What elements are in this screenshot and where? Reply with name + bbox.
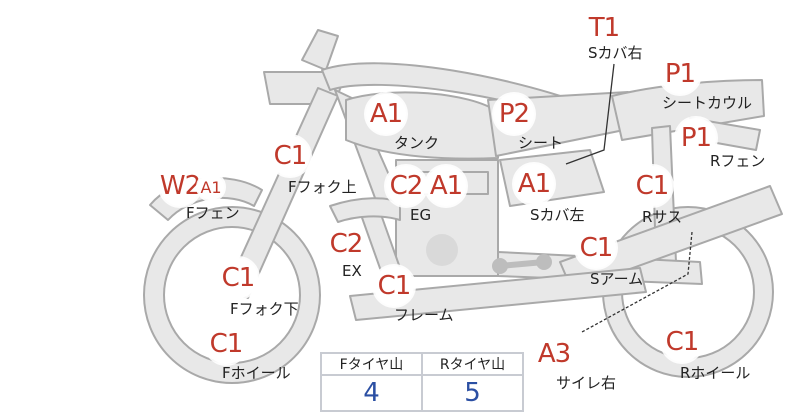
tank-label: タンク [394, 134, 440, 152]
f-fork-lower-grade: C1 [218, 258, 258, 298]
lower-frame-shape [329, 197, 401, 223]
s-cover-left-label: Sカバ左 [530, 206, 585, 224]
leader-line-muffler-right [581, 231, 693, 333]
r-wheel-grade: C1 [662, 322, 702, 362]
s-arm-label: Sアーム [590, 270, 644, 288]
s-cover-left-grade: A1 [514, 164, 554, 204]
eg-label: EG [410, 206, 432, 224]
muffler-right-grade: A3 [534, 334, 574, 374]
muffler-right-label: サイレ右 [556, 374, 617, 392]
r-suspension-label: Rサス [642, 208, 683, 226]
r-suspension-grade: C1 [632, 166, 672, 206]
seat-label: シート [518, 134, 564, 152]
frame-grade: C1 [374, 266, 414, 306]
eg-grade-1: C2 [386, 166, 426, 206]
ex-label: EX [342, 262, 362, 280]
eg-grade-2: A1 [426, 166, 466, 206]
front-tire-value: 4 [320, 374, 423, 412]
leader-line-s-cover-right [565, 63, 615, 165]
f-fork-lower-label: Fフォク下 [230, 300, 299, 318]
seat-cowl-shape [611, 79, 765, 141]
rear-tire-header: Rタイヤ山 [421, 352, 524, 376]
f-fork-upper-grade: C1 [270, 136, 310, 176]
s-cover-right-label: Sカバ右 [588, 44, 643, 62]
f-wheel-grade: C1 [206, 324, 246, 364]
f-fender-label: Fフェン [186, 204, 240, 222]
frame-label: フレーム [394, 306, 454, 324]
s-arm-grade: C1 [576, 228, 616, 268]
rear-tire-value: 5 [421, 374, 524, 412]
front-fork-shape [225, 87, 339, 299]
tire-tread-table: Fタイヤ山 Rタイヤ山 4 5 [320, 352, 524, 412]
r-wheel-label: Rホイール [680, 364, 751, 382]
front-tire-header: Fタイヤ山 [320, 352, 423, 376]
seat-grade: P2 [494, 94, 534, 134]
seat-cowl-label: シートカウル [662, 94, 753, 112]
f-wheel-label: Fホイール [222, 364, 291, 382]
f-fender-grade-2: A1 [198, 174, 224, 200]
f-fender-grade-1: W2 [160, 166, 201, 206]
ex-grade: C2 [326, 224, 366, 264]
tank-grade: A1 [366, 94, 406, 134]
f-fork-upper-label: Fフォク上 [288, 178, 357, 196]
s-cover-right-grade: T1 [584, 8, 624, 48]
seat-cowl-grade: P1 [660, 54, 700, 94]
r-fender-label: Rフェン [710, 152, 766, 170]
r-fender-grade: P1 [676, 118, 716, 158]
